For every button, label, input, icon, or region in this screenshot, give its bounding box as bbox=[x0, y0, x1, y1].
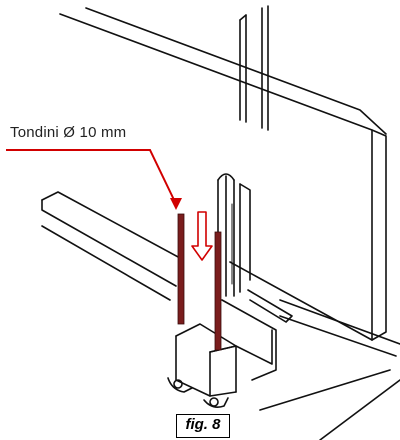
figure-label: fig. 8 bbox=[176, 414, 230, 438]
rod-label: Tondini Ø 10 mm bbox=[10, 124, 127, 141]
vertical-post bbox=[239, 5, 269, 131]
insert-direction-arrow bbox=[191, 211, 213, 261]
leader-arrow bbox=[6, 149, 177, 205]
base-foot bbox=[167, 289, 293, 408]
floor-rail bbox=[41, 191, 400, 440]
panel bbox=[59, 7, 387, 341]
leader-arrowhead bbox=[170, 198, 182, 210]
rod bbox=[177, 213, 222, 351]
bracket bbox=[217, 173, 251, 301]
